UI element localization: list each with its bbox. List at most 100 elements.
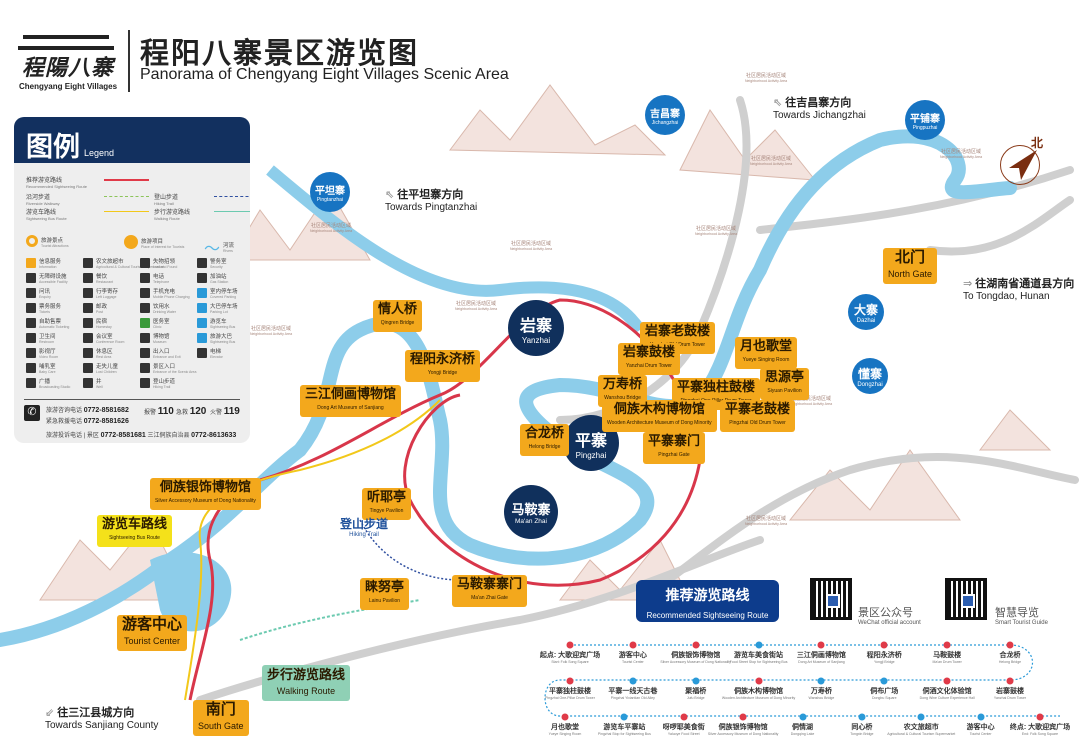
label-text: 自助售票 — [39, 319, 62, 325]
label-text: 思源亭 — [765, 369, 805, 384]
label-text: Smart Tourist Guide — [995, 620, 1048, 626]
fire-phone: 119 — [223, 406, 240, 417]
label-text: 失物招领 — [153, 259, 176, 265]
label-text: 睐努亭 — [365, 579, 405, 594]
label-text: Dong Art Museum of Sanjiang — [798, 660, 845, 664]
label-text: 平寨寨门 — [648, 433, 701, 448]
conference-icon — [83, 333, 93, 343]
police-icon — [197, 258, 207, 268]
label-text: 马鞍寨寨门 — [457, 576, 523, 591]
restaurant-icon — [83, 273, 93, 283]
post-icon — [83, 303, 93, 313]
label-text: Restroom — [39, 340, 55, 344]
label-text: 终点: 大歌迎宾广场 — [1009, 724, 1071, 731]
label-text: Elevator — [210, 355, 223, 359]
label-text: 票务服务 — [39, 304, 62, 310]
label-text: 步行游览路线 — [267, 667, 346, 682]
route-station-dot — [680, 713, 688, 721]
arrow-icon: ⇖ — [385, 189, 398, 201]
label-text: Drinking Water — [153, 310, 177, 314]
label-text: 邮政 — [96, 304, 108, 310]
label-text: Wanshou Bridge — [604, 395, 641, 401]
route-station-dot — [858, 713, 866, 721]
scenic-label: 景区 — [86, 433, 99, 439]
label-text: 三江侗画博物馆 — [305, 386, 397, 401]
label-text: 沿河步道 — [26, 195, 51, 201]
legend-title: 图例 — [26, 132, 80, 162]
label-text: Tickets — [39, 310, 50, 314]
label-text: Helong Bridge — [998, 660, 1022, 664]
river-wave-icon: 〜 — [204, 241, 221, 258]
label-text: 智慧导览 — [995, 607, 1039, 619]
label-text: Towards Sanjiang County — [45, 720, 159, 731]
route-station-dot — [880, 677, 888, 685]
label-text: 影视厅 — [39, 349, 56, 355]
label-text: Entrance and Exit — [153, 355, 181, 359]
route-station-dot — [880, 641, 888, 649]
smart-guide-qr-code[interactable] — [945, 578, 987, 620]
label-text: 往吉昌寨方向 — [785, 97, 852, 109]
label-text: 起点: 大歌迎宾广场 — [539, 652, 601, 659]
label-text: 登山步道 — [340, 517, 389, 531]
label-text: 马鞍寨 — [511, 502, 551, 517]
sightseeing-bus-icon — [197, 318, 207, 328]
label-text: 手机充电 — [153, 289, 176, 295]
legend-route-swatch — [104, 196, 149, 197]
label-text: 社区居民活动区域 — [791, 396, 832, 402]
route-station-dot — [943, 641, 951, 649]
county-label: 三江侗族自治县 — [147, 433, 190, 439]
consult-phone: 0772-8581682 — [83, 407, 129, 414]
label-text: 休息区 — [96, 349, 113, 355]
label-text: Tourist Center — [123, 636, 181, 646]
route-station-dot — [566, 641, 574, 649]
label-text: 社区居民活动区域 — [941, 149, 982, 155]
label-text: End: Folk Song Square — [1021, 732, 1059, 736]
exit-icon — [140, 348, 150, 358]
label-text: Hiking Trail — [349, 532, 379, 538]
label-text: 景区入口 — [153, 364, 176, 370]
gas-icon — [197, 273, 207, 283]
logo-subtext: Chengyang Eight Villages — [18, 82, 118, 91]
label-text: Neighborhood Activity Area — [695, 232, 738, 236]
label-text: Rivers — [223, 249, 233, 253]
wechat-qr-code[interactable] — [810, 578, 852, 620]
label-text: 行李寄存 — [96, 289, 119, 295]
fire-label: 火警 — [210, 410, 223, 416]
